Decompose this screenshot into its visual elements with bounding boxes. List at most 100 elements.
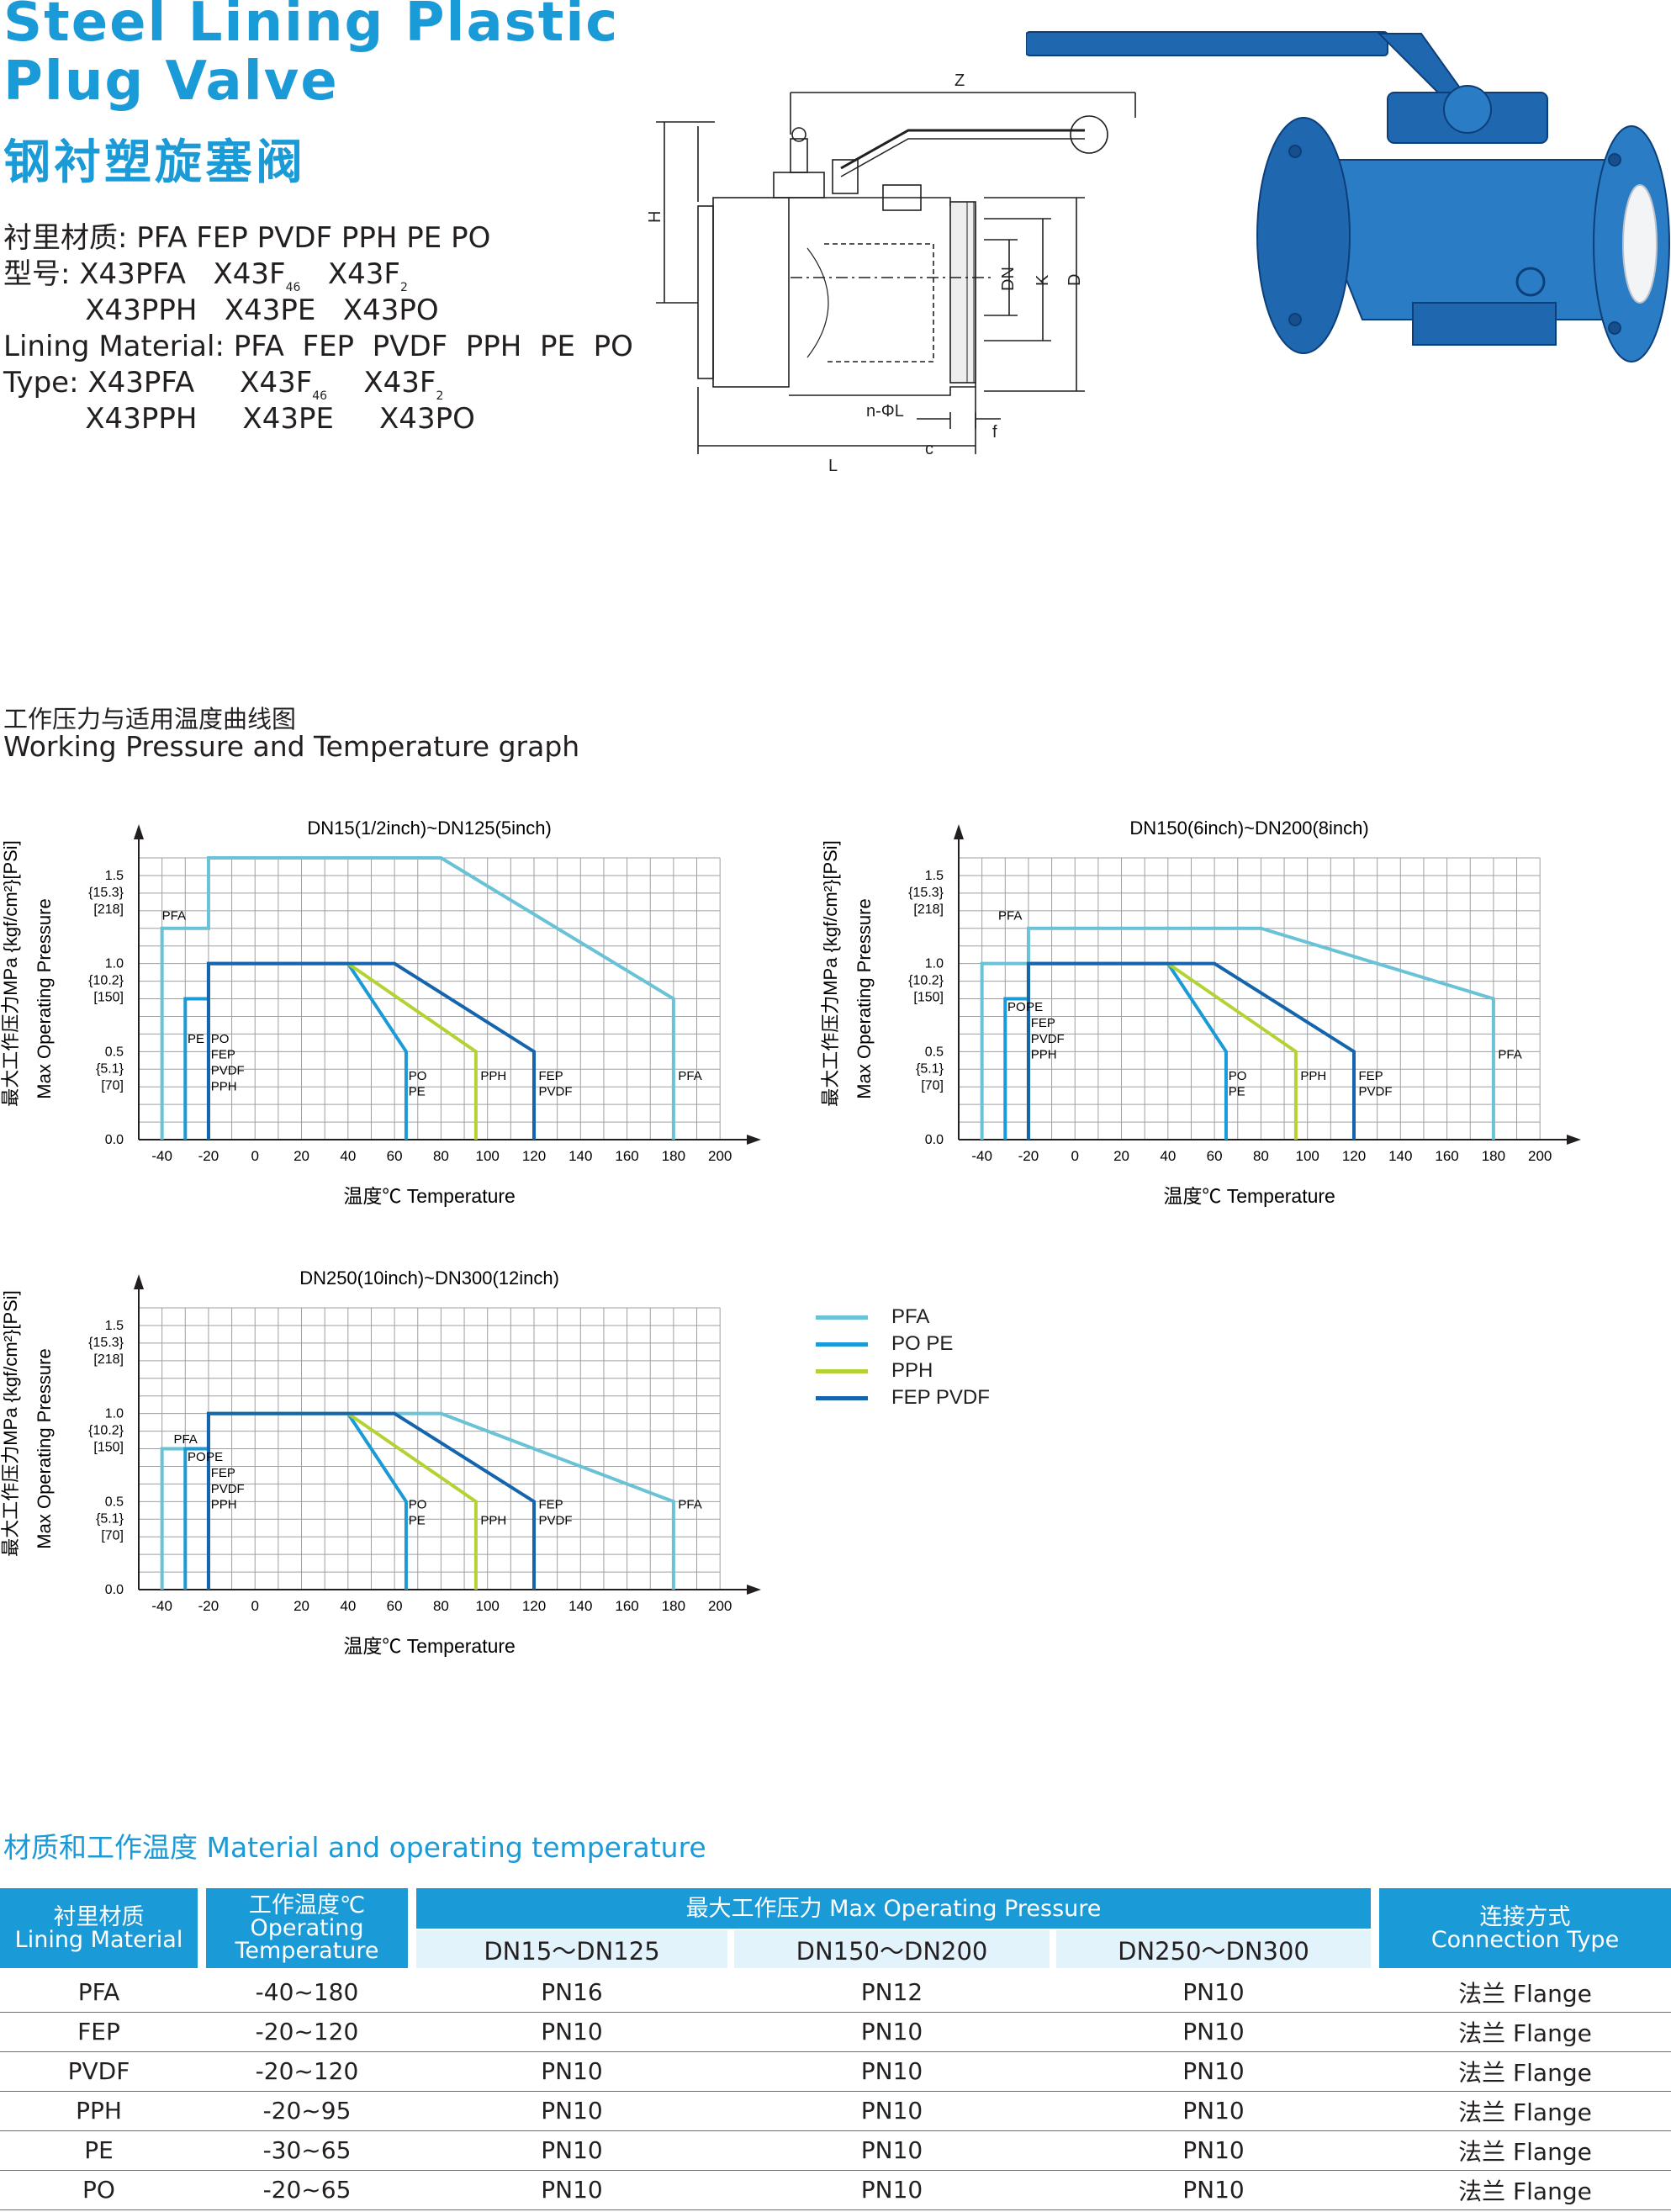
cell-text: 连接方式 — [1479, 1903, 1571, 1930]
x-tick-label: -20 — [1018, 1148, 1039, 1164]
x-tick-label: 200 — [708, 1148, 732, 1164]
series-annotation: PFA — [998, 908, 1022, 923]
x-tick-label: -40 — [151, 1148, 172, 1164]
spec-subscript: 2 — [399, 281, 408, 294]
cell-text: 衬里材质 — [53, 1903, 145, 1930]
page-title: Steel Lining Plastic Plug Valve — [3, 0, 619, 111]
series-annotation: PVDF — [1359, 1085, 1393, 1099]
y-tick-label: [218] — [93, 902, 124, 917]
y-axis-arrow — [134, 1274, 144, 1289]
x-tick-label: 60 — [387, 1598, 403, 1614]
series-annotation: PPH — [211, 1079, 237, 1093]
y-axis-label-en: Max Operating Pressure — [34, 898, 55, 1098]
x-tick-label: 40 — [340, 1148, 356, 1164]
series-annotation: PO — [1229, 1069, 1247, 1083]
row-divider — [0, 2051, 1671, 2052]
cell-text: Lining Material — [14, 1926, 183, 1953]
table-cell: 法兰 Flange — [1458, 2058, 1592, 2087]
dim-f: f — [992, 423, 997, 442]
series-annotation: FEP — [539, 1498, 563, 1512]
valve-photo — [1026, 31, 1670, 362]
x-axis-label: 温度℃ Temperature — [343, 1635, 516, 1657]
y-tick-label: [70] — [101, 1078, 124, 1093]
grid — [959, 857, 1541, 1140]
table-cell: PO — [82, 2176, 115, 2204]
table-cell: PVDF — [67, 2057, 130, 2085]
series-annotation: PFA — [173, 1432, 197, 1447]
row-divider — [0, 2091, 1671, 2092]
x-tick-label: 200 — [708, 1598, 732, 1614]
y-axis-label-cn: 最大工作压力MPa {kgf/cm²}[PSi] — [0, 840, 21, 1107]
x-tick-label: 120 — [522, 1148, 546, 1164]
y-tick-label: {15.3} — [88, 1336, 124, 1350]
row-divider — [0, 2012, 1671, 2013]
y-axis-arrow — [134, 824, 144, 839]
spec-text: X43PPH X43PE X43PO — [3, 402, 475, 436]
header-dn15-dn125: DN15～DN125 — [416, 1930, 727, 1968]
cell-text: DN250～DN300 — [1118, 1936, 1309, 1966]
table-cell: 法兰 Flange — [1458, 1979, 1592, 2008]
table-cell: PN10 — [860, 2176, 923, 2204]
legend-label: FEP PVDF — [891, 1386, 990, 1409]
y-axis-label-cn: 最大工作压力MPa {kgf/cm²}[PSi] — [0, 1290, 21, 1557]
y-tick-label: 0.5 — [105, 1495, 124, 1509]
legend-swatch — [816, 1315, 868, 1320]
series-annotation: PO — [1007, 1000, 1026, 1014]
series-annotation: PVDF — [539, 1085, 573, 1099]
table-cell: PPH — [76, 2097, 122, 2125]
row-divider — [0, 2209, 1671, 2210]
spec-text: 衬里材质: PFA FEP PVDF PPH PE PO — [3, 221, 491, 255]
series-line-feppvdf — [206, 1411, 536, 1590]
table-cell: PN16 — [541, 1978, 603, 2006]
table-cell: PN10 — [1182, 1978, 1245, 2006]
material-section-title: 材质和工作温度 Material and operating temperatu… — [3, 1831, 706, 1864]
y-tick-label: 0.0 — [925, 1133, 944, 1147]
legend-label: PPH — [891, 1359, 933, 1382]
y-tick-label: 1.0 — [105, 957, 124, 971]
cell-text: 工作温度℃ — [248, 1892, 366, 1918]
graph-title-en: Working Pressure and Temperature graph — [3, 730, 580, 763]
y-tick-label: [150] — [93, 991, 124, 1005]
table-cell: PN10 — [541, 2097, 603, 2125]
series-annotation: PPH — [1031, 1048, 1057, 1062]
y-tick-label: 1.5 — [105, 869, 124, 883]
x-axis-label: 温度℃ Temperature — [1163, 1185, 1335, 1207]
x-tick-label: 200 — [1528, 1148, 1552, 1164]
table-cell: PN12 — [860, 1978, 923, 2006]
table-cell: -20~65 — [262, 2176, 352, 2204]
y-tick-label: 1.0 — [105, 1407, 124, 1421]
y-axis-arrow — [954, 824, 964, 839]
series-annotation: PPH — [1300, 1069, 1326, 1083]
x-tick-label: 100 — [476, 1148, 500, 1164]
x-tick-label: -20 — [198, 1598, 219, 1614]
y-axis-label-en: Max Operating Pressure — [34, 1348, 55, 1548]
x-tick-label: 100 — [476, 1598, 500, 1614]
cell-text: Connection Type — [1430, 1926, 1620, 1953]
series-annotation: PE — [1229, 1085, 1245, 1099]
dim-D: D — [1066, 274, 1084, 286]
x-tick-label: 140 — [1388, 1148, 1412, 1164]
dim-nL: n-ΦL — [866, 402, 904, 421]
table-cell: FEP — [77, 2018, 120, 2045]
y-tick-label: 0.5 — [105, 1045, 124, 1059]
row-divider — [0, 2170, 1671, 2171]
series-annotation: PPH — [480, 1069, 506, 1083]
table-cell: 法兰 Flange — [1458, 2177, 1592, 2205]
y-tick-label: 1.5 — [925, 869, 944, 883]
series-annotation: PO — [409, 1069, 427, 1083]
table-cell: PN10 — [860, 2136, 923, 2164]
spec-text: Type: X43PFA X43F — [3, 366, 313, 400]
dimension-drawing: Z H DN K D n-ΦL c f L — [648, 71, 1136, 475]
table-cell: PN10 — [1182, 2097, 1245, 2125]
table-cell: -20~95 — [262, 2097, 352, 2125]
series-annotation: PVDF — [539, 1514, 573, 1528]
x-tick-label: -40 — [151, 1598, 172, 1614]
spec-line: Lining Material: PFA FEP PVDF PPH PE PO — [3, 329, 633, 365]
table-cell: PN10 — [860, 2057, 923, 2085]
series-line-pfa — [160, 856, 675, 1140]
